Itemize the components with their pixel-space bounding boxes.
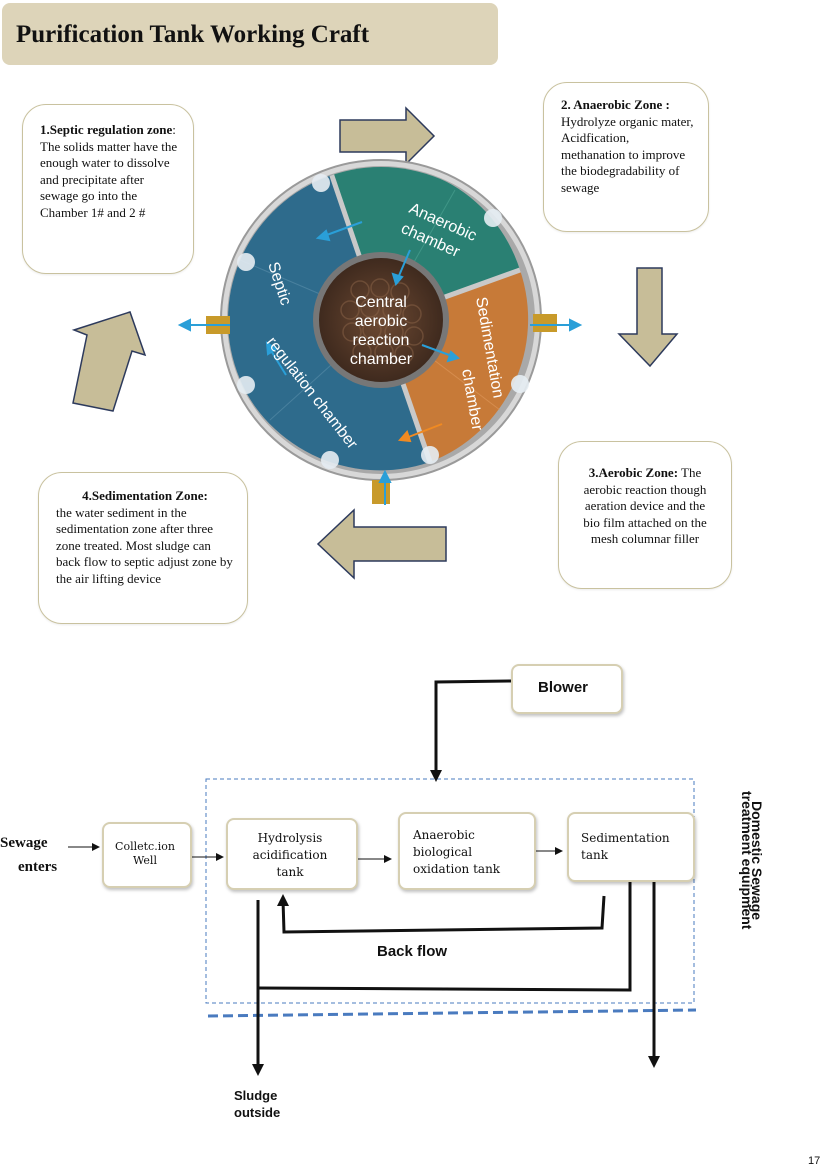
sedimentation-tank-label-2: tank — [581, 848, 608, 862]
back-flow-label: Back flow — [377, 943, 448, 960]
anaerobic-tank-label-2: biological — [413, 845, 473, 859]
equipment-border — [205, 778, 695, 1004]
callout-aerobic-text: 3.Aerobic Zone: The aerobic reaction tho… — [576, 465, 714, 548]
sedimentation-tank-label-1: Sedimentation — [581, 831, 670, 845]
callout-sedimentation-heading: 4.Sedimentation Zone: — [82, 488, 208, 503]
blower-label: Blower — [538, 679, 589, 696]
pipe-bottom — [372, 480, 390, 504]
callout-septic-zone — [22, 104, 194, 274]
sludge-outside-label-1: Sludge — [234, 1088, 278, 1103]
title-bar: Purification Tank Working Craft — [2, 3, 498, 65]
callout-anaerobic-heading: 2. Anaerobic Zone : — [561, 97, 670, 112]
sewage-enters-label-1: Sewage — [0, 835, 48, 851]
sewage-enters-label-2: enters — [18, 859, 58, 875]
sedimentation-tank-box — [567, 812, 695, 882]
page-title: Purification Tank Working Craft — [16, 21, 370, 48]
collection-well-box — [102, 822, 192, 888]
equipment-label-2: treatment equipment — [739, 791, 755, 930]
central-label-2: aerobic — [355, 313, 407, 330]
hydrolysis-label-3: tank — [276, 865, 304, 879]
callout-anaerobic-zone — [543, 82, 709, 232]
callout-anaerobic-text: 2. Anaerobic Zone : Hydrolyze organic ma… — [561, 97, 695, 196]
callout-aerobic-body: The aerobic reaction though aeration dev… — [583, 465, 707, 546]
hydrolysis-tank-box — [226, 818, 358, 890]
collection-well-label-2: Well — [133, 854, 157, 867]
callout-anaerobic-body: Hydrolyze organic mater, Acidfication, m… — [561, 113, 694, 195]
callout-sedimentation-body: the water sediment in the sedimentation … — [56, 504, 233, 586]
callout-septic-body: : The solids matter have the enough wate… — [40, 122, 178, 220]
anaerobic-tank-box — [398, 812, 536, 890]
hydrolysis-label-1: Hydrolysis — [257, 831, 323, 845]
hydrolysis-label-2: acidification — [252, 848, 328, 862]
anaerobic-tank-label-1: Anaerobic — [413, 828, 475, 842]
callout-septic-text: 1.Septic regulation zone: The solids mat… — [40, 122, 180, 221]
callout-sedimentation-text: 4.Sedimentation Zone: the water sediment… — [56, 488, 234, 587]
big-arrow-top — [339, 106, 436, 166]
flow-diagram — [68, 679, 697, 1076]
equipment-label: Domestic Sewage treatment equipment — [736, 786, 776, 956]
page-number: 17 — [808, 1155, 821, 1167]
central-label-1: Central — [355, 294, 407, 311]
sludge-outside-label-2: outside — [234, 1105, 281, 1120]
big-arrow-left — [71, 311, 147, 412]
big-arrow-right — [617, 267, 679, 368]
tank-diagram: Anaerobic chamber Septic regulation cham… — [71, 106, 679, 580]
central-label-4: chamber — [350, 351, 413, 368]
callout-sedimentation-zone — [38, 472, 248, 624]
blower-box — [511, 664, 623, 714]
big-arrow-bottom — [316, 508, 447, 580]
central-label-3: reaction — [353, 332, 410, 349]
collection-well-label-1: Colletc.ion — [115, 840, 175, 853]
callout-aerobic-heading: 3.Aerobic Zone: — [588, 465, 679, 480]
callout-aerobic-zone — [558, 441, 732, 589]
callout-septic-heading: 1.Septic regulation zone — [40, 122, 173, 137]
anaerobic-tank-label-3: oxidation tank — [413, 862, 501, 876]
pipe-right — [533, 314, 557, 332]
